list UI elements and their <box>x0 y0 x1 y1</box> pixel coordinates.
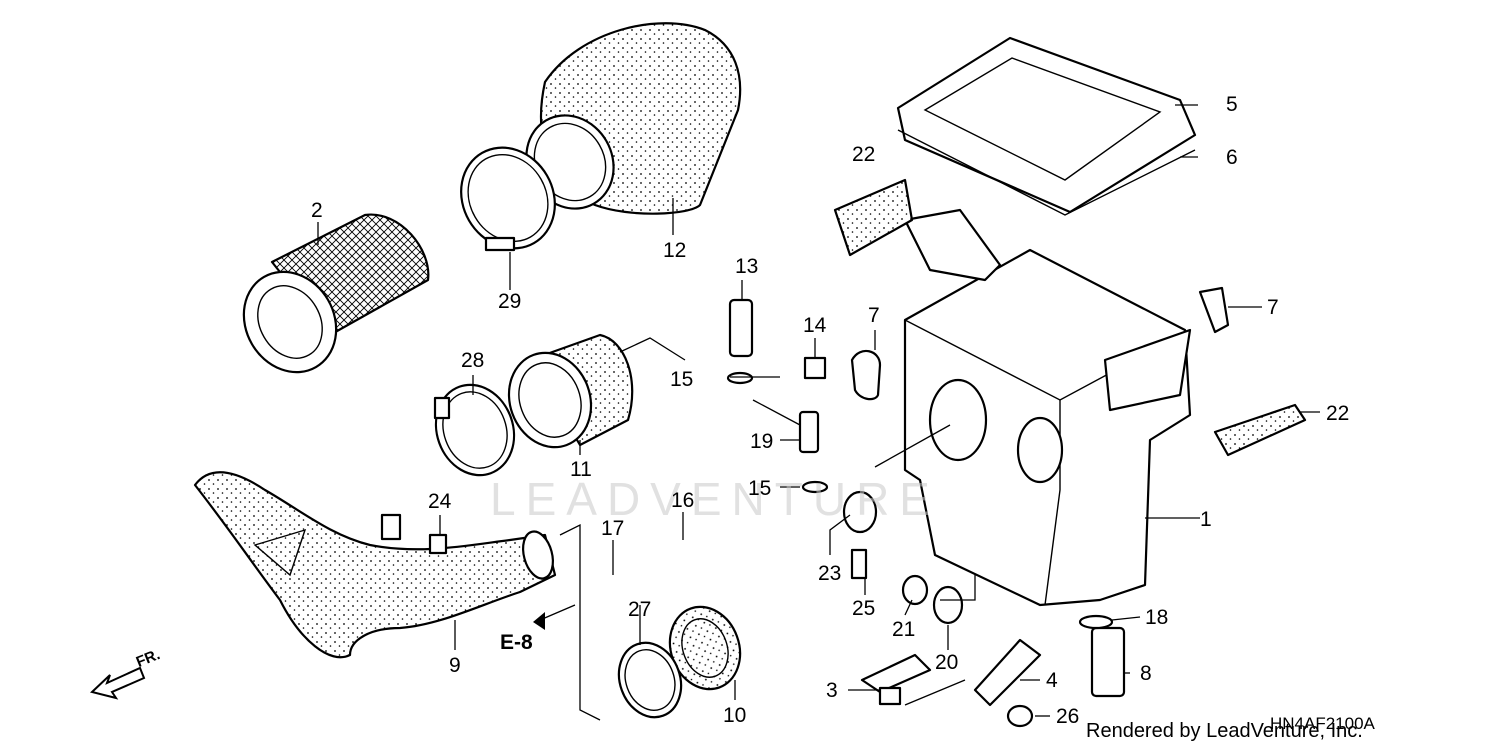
joint-11 <box>507 333 634 449</box>
label-6[interactable]: 6 <box>1226 146 1238 169</box>
label-18[interactable]: 18 <box>1145 606 1169 629</box>
label-3[interactable]: 3 <box>826 679 838 702</box>
diagram-code: HN4AF2100A <box>1270 714 1375 733</box>
label-23[interactable]: 23 <box>818 562 842 585</box>
ref-arrow <box>533 612 545 630</box>
label-28[interactable]: 28 <box>461 349 485 372</box>
label-21[interactable]: 21 <box>892 618 916 641</box>
leader-lines <box>317 104 1320 721</box>
small-parts-center <box>726 298 1126 728</box>
label-16[interactable]: 16 <box>671 489 695 512</box>
label-9[interactable]: 9 <box>449 654 461 677</box>
band-28 <box>433 383 516 477</box>
label-17[interactable]: 17 <box>601 517 625 540</box>
intake-duct-9 <box>193 471 557 659</box>
label-22a[interactable]: 22 <box>852 143 876 166</box>
front-direction-arrow <box>89 666 146 700</box>
label-10[interactable]: 10 <box>723 704 747 727</box>
label-11[interactable]: 11 <box>570 458 592 481</box>
element-holder <box>242 213 430 374</box>
label-15a[interactable]: 15 <box>670 368 694 391</box>
tube-16 <box>623 505 820 582</box>
label-2[interactable]: 2 <box>311 199 323 222</box>
label-29[interactable]: 29 <box>498 290 522 313</box>
band-29 <box>460 146 556 252</box>
label-25[interactable]: 25 <box>852 597 876 620</box>
label-13[interactable]: 13 <box>735 255 759 278</box>
band-27 <box>617 641 683 719</box>
foam-pad-22b <box>1213 403 1307 457</box>
clip-7 <box>1198 286 1230 334</box>
screw-24 <box>428 533 448 555</box>
label-22b[interactable]: 22 <box>1326 402 1350 425</box>
label-15b[interactable]: 15 <box>748 477 772 500</box>
credit-text: Rendered by LeadVenture, Inc. <box>1086 720 1363 742</box>
label-7a[interactable]: 7 <box>868 304 880 327</box>
label-20[interactable]: 20 <box>935 651 959 674</box>
label-19[interactable]: 19 <box>750 430 774 453</box>
foam-pad-22a <box>833 178 914 257</box>
label-24[interactable]: 24 <box>428 490 452 513</box>
label-5[interactable]: 5 <box>1226 93 1238 116</box>
reference-label-e8[interactable]: E-8 <box>500 631 533 654</box>
air-cleaner-cover <box>896 36 1197 216</box>
label-8[interactable]: 8 <box>1140 662 1152 685</box>
label-26[interactable]: 26 <box>1056 705 1080 728</box>
label-27[interactable]: 27 <box>628 598 652 621</box>
label-7b[interactable]: 7 <box>1267 296 1279 319</box>
label-4[interactable]: 4 <box>1046 669 1058 692</box>
label-1[interactable]: 1 <box>1200 508 1212 531</box>
label-12[interactable]: 12 <box>663 239 687 262</box>
air-cleaner-case <box>903 208 1192 607</box>
watermark: LEADVENTURE <box>490 473 940 525</box>
label-14[interactable]: 14 <box>803 314 827 337</box>
